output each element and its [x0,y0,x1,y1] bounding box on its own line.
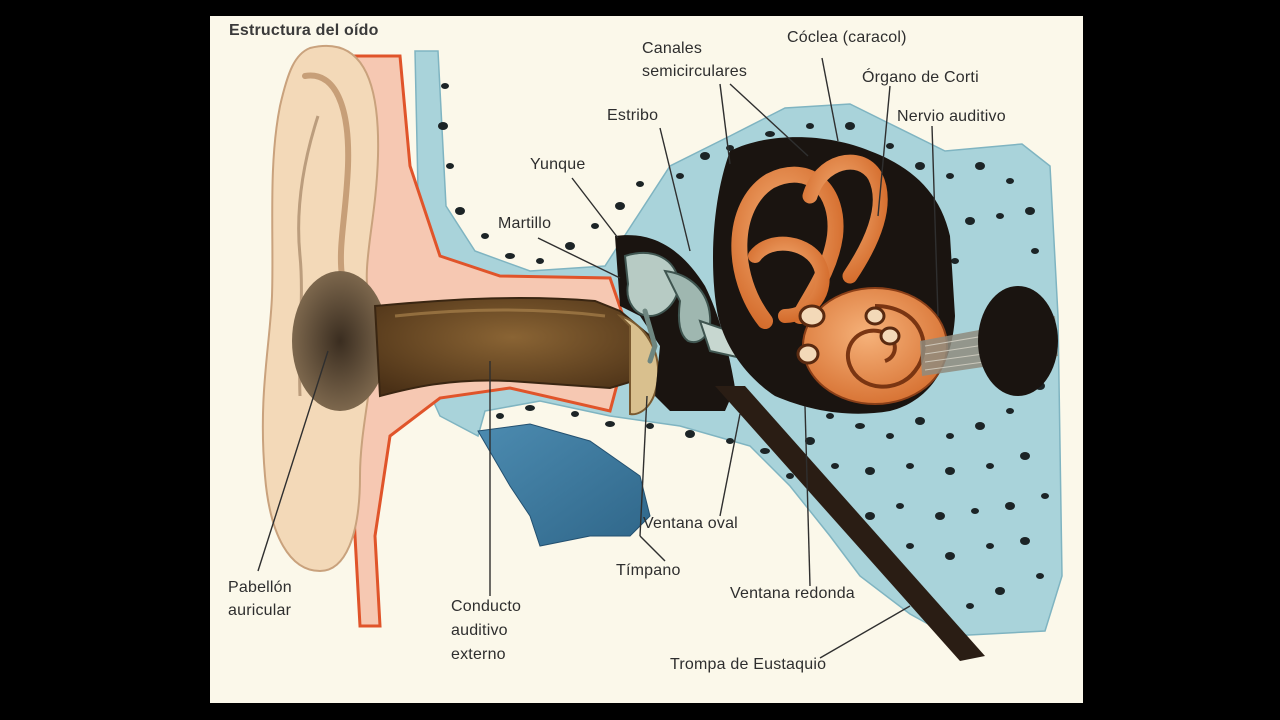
label-conducto-line1: Conducto [451,598,522,615]
ear-diagram: Estructura del oído Canales semicircular… [210,16,1083,703]
label-ventana-redonda: Ventana redonda [730,585,855,602]
label-conducto-line2: auditivo [451,622,508,639]
concha [292,271,388,411]
label-estribo: Estribo [607,107,659,124]
diagram-title: Estructura del oído [229,22,379,39]
label-organo-corti: Órgano de Corti [862,69,979,86]
label-nervio-auditivo: Nervio auditivo [897,108,1006,125]
leader-lines [257,57,939,659]
label-coclea: Cóclea (caracol) [787,29,907,46]
label-ventana-oval: Ventana oval [643,515,738,532]
label-timpano: Tímpano [616,562,681,579]
eustachian-tube [715,386,985,661]
blue-tissue [477,423,651,547]
label-conducto-line3: externo [451,646,506,663]
acoustic-meatus [978,286,1058,396]
pinna-helix [302,72,352,279]
label-martillo: Martillo [498,215,552,232]
ear-illustration [261,45,1063,661]
label-canales-line2: semicirculares [642,63,748,80]
label-pabellon-line1: Pabellón [228,579,292,596]
label-trompa-eustaquio: Trompa de Eustaquio [670,656,827,673]
bone-specks [438,83,1049,609]
label-canales-line1: Canales [642,40,703,57]
label-pabellon-line2: auricular [228,602,292,619]
label-yunque: Yunque [530,156,586,173]
